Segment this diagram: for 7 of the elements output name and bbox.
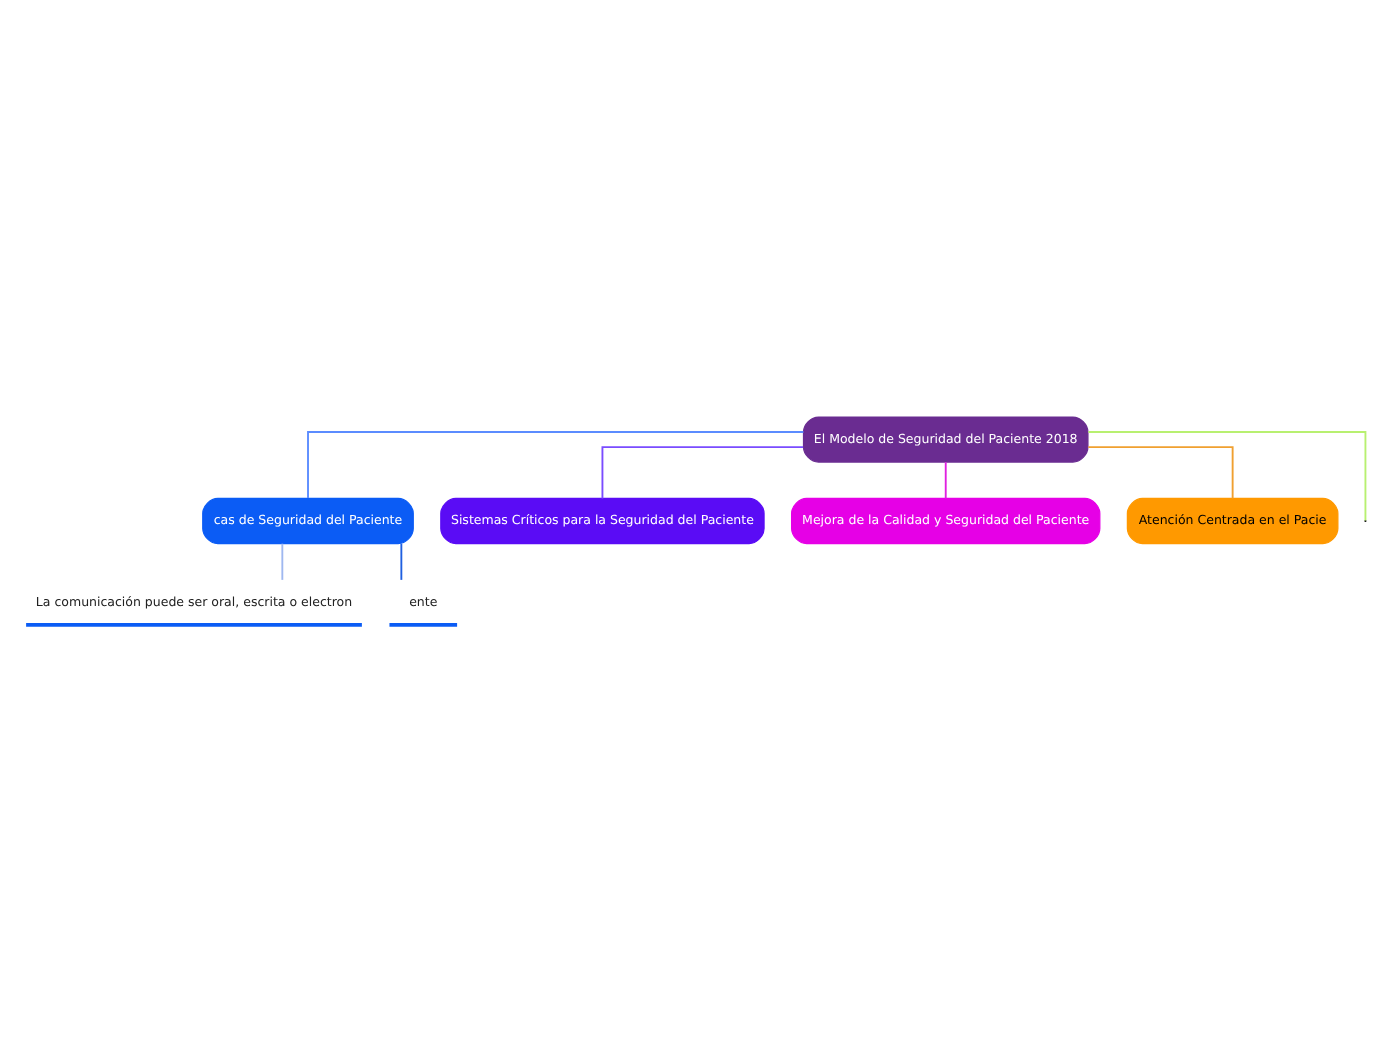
connector	[944, 460, 947, 499]
connector	[1087, 445, 1234, 499]
connector	[400, 541, 403, 580]
connector	[307, 430, 805, 499]
connector	[601, 445, 805, 499]
connector	[281, 541, 284, 580]
connector	[1087, 430, 1367, 521]
